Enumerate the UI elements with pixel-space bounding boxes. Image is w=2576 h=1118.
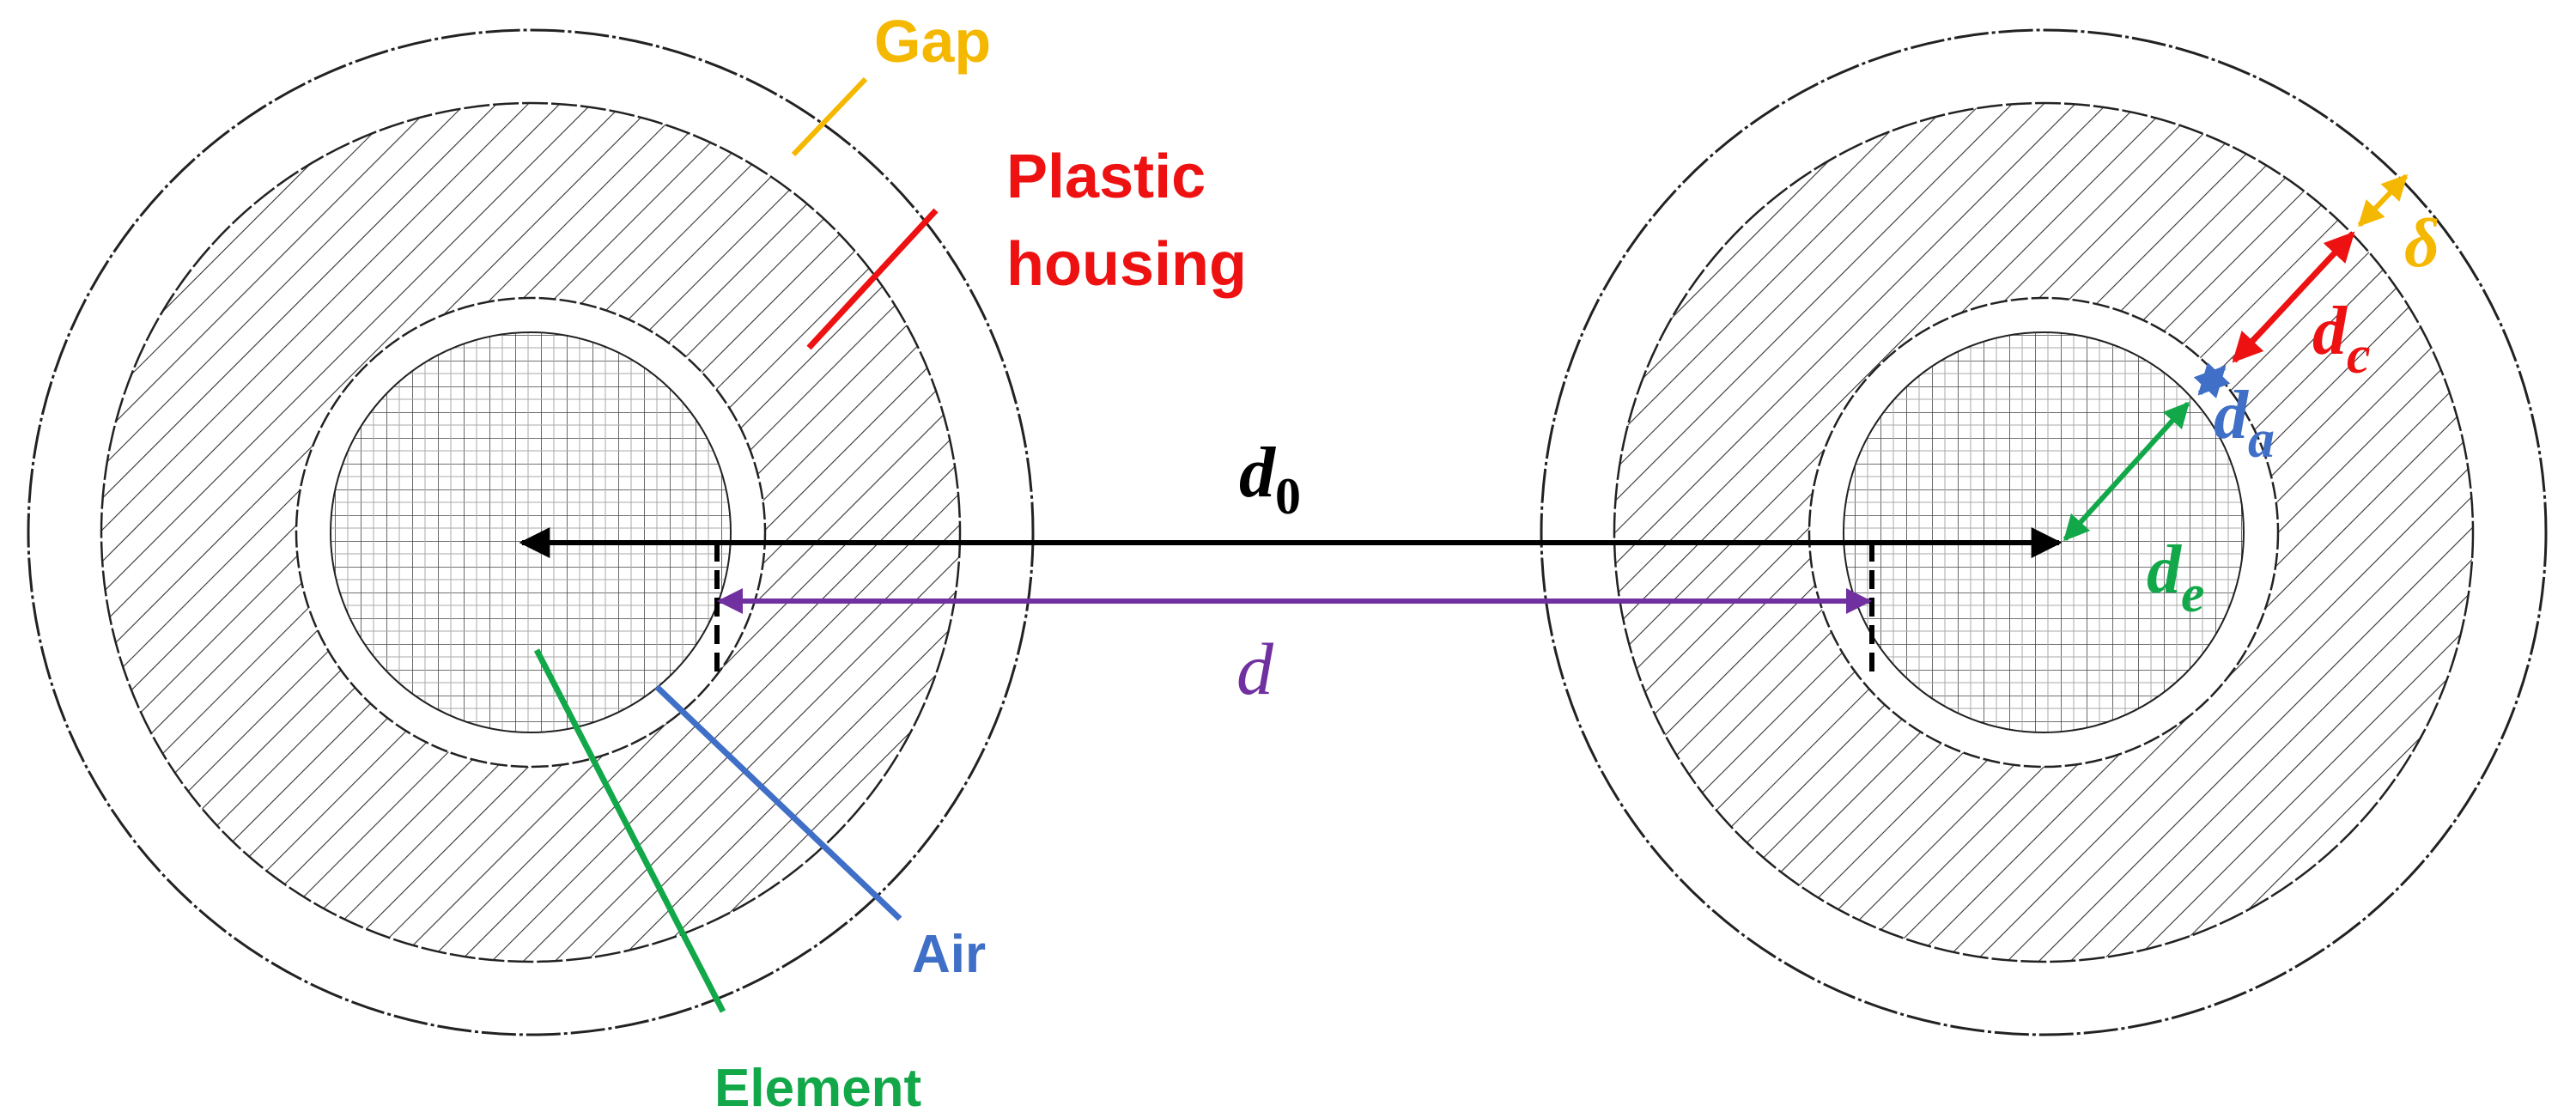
element-label: Element xyxy=(714,1059,921,1118)
d0-label: d0 xyxy=(1239,433,1301,525)
left-conductor xyxy=(27,28,1035,1036)
air-leader-line xyxy=(654,684,902,921)
gap-leader-line xyxy=(791,76,868,157)
air-label: Air xyxy=(912,925,986,984)
right-conductor xyxy=(1540,28,2548,1036)
plastic-housing-label-line1: Plastic xyxy=(1006,143,1206,211)
d-label: d xyxy=(1236,628,1274,710)
element-leader-line xyxy=(533,648,726,1013)
gap-label: Gap xyxy=(874,8,991,75)
delta-label: δ xyxy=(2404,206,2439,282)
right-element-core xyxy=(1843,331,2245,733)
plastic-housing-leader-line xyxy=(806,208,939,350)
de-arrow xyxy=(2063,401,2190,542)
left-element-core xyxy=(330,331,732,733)
dc-label: dc xyxy=(2312,294,2371,385)
da-arrow xyxy=(2193,362,2231,398)
de-label: de xyxy=(2147,532,2205,623)
delta-arrow xyxy=(2357,173,2409,228)
plastic-housing-label-line2: housing xyxy=(1006,230,1247,299)
da-label: da xyxy=(2214,378,2275,469)
dc-arrow xyxy=(2232,231,2355,363)
